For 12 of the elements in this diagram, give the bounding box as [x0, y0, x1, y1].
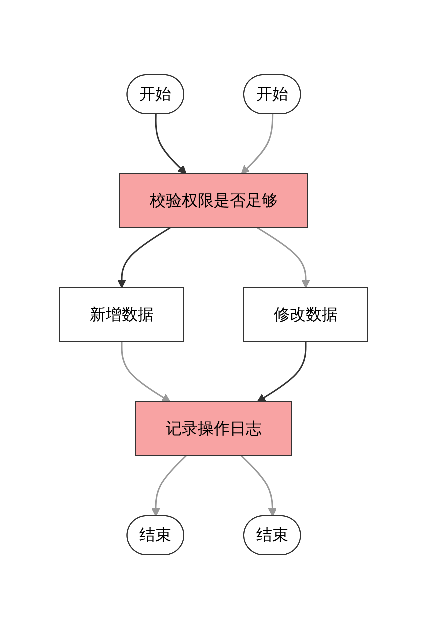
arrow: [257, 342, 307, 402]
arrow: [241, 114, 274, 174]
arrow: [155, 114, 187, 174]
node-box: 记录操作日志: [136, 401, 292, 456]
node-box: 修改数据: [244, 287, 368, 342]
arrow: [121, 342, 171, 402]
node-box: 校验权限是否足够: [120, 173, 308, 228]
arrow: [152, 454, 187, 516]
node-box: 新增数据: [60, 287, 184, 342]
arrow: [118, 226, 171, 288]
arrow: [257, 226, 310, 288]
arrow: [241, 454, 278, 516]
